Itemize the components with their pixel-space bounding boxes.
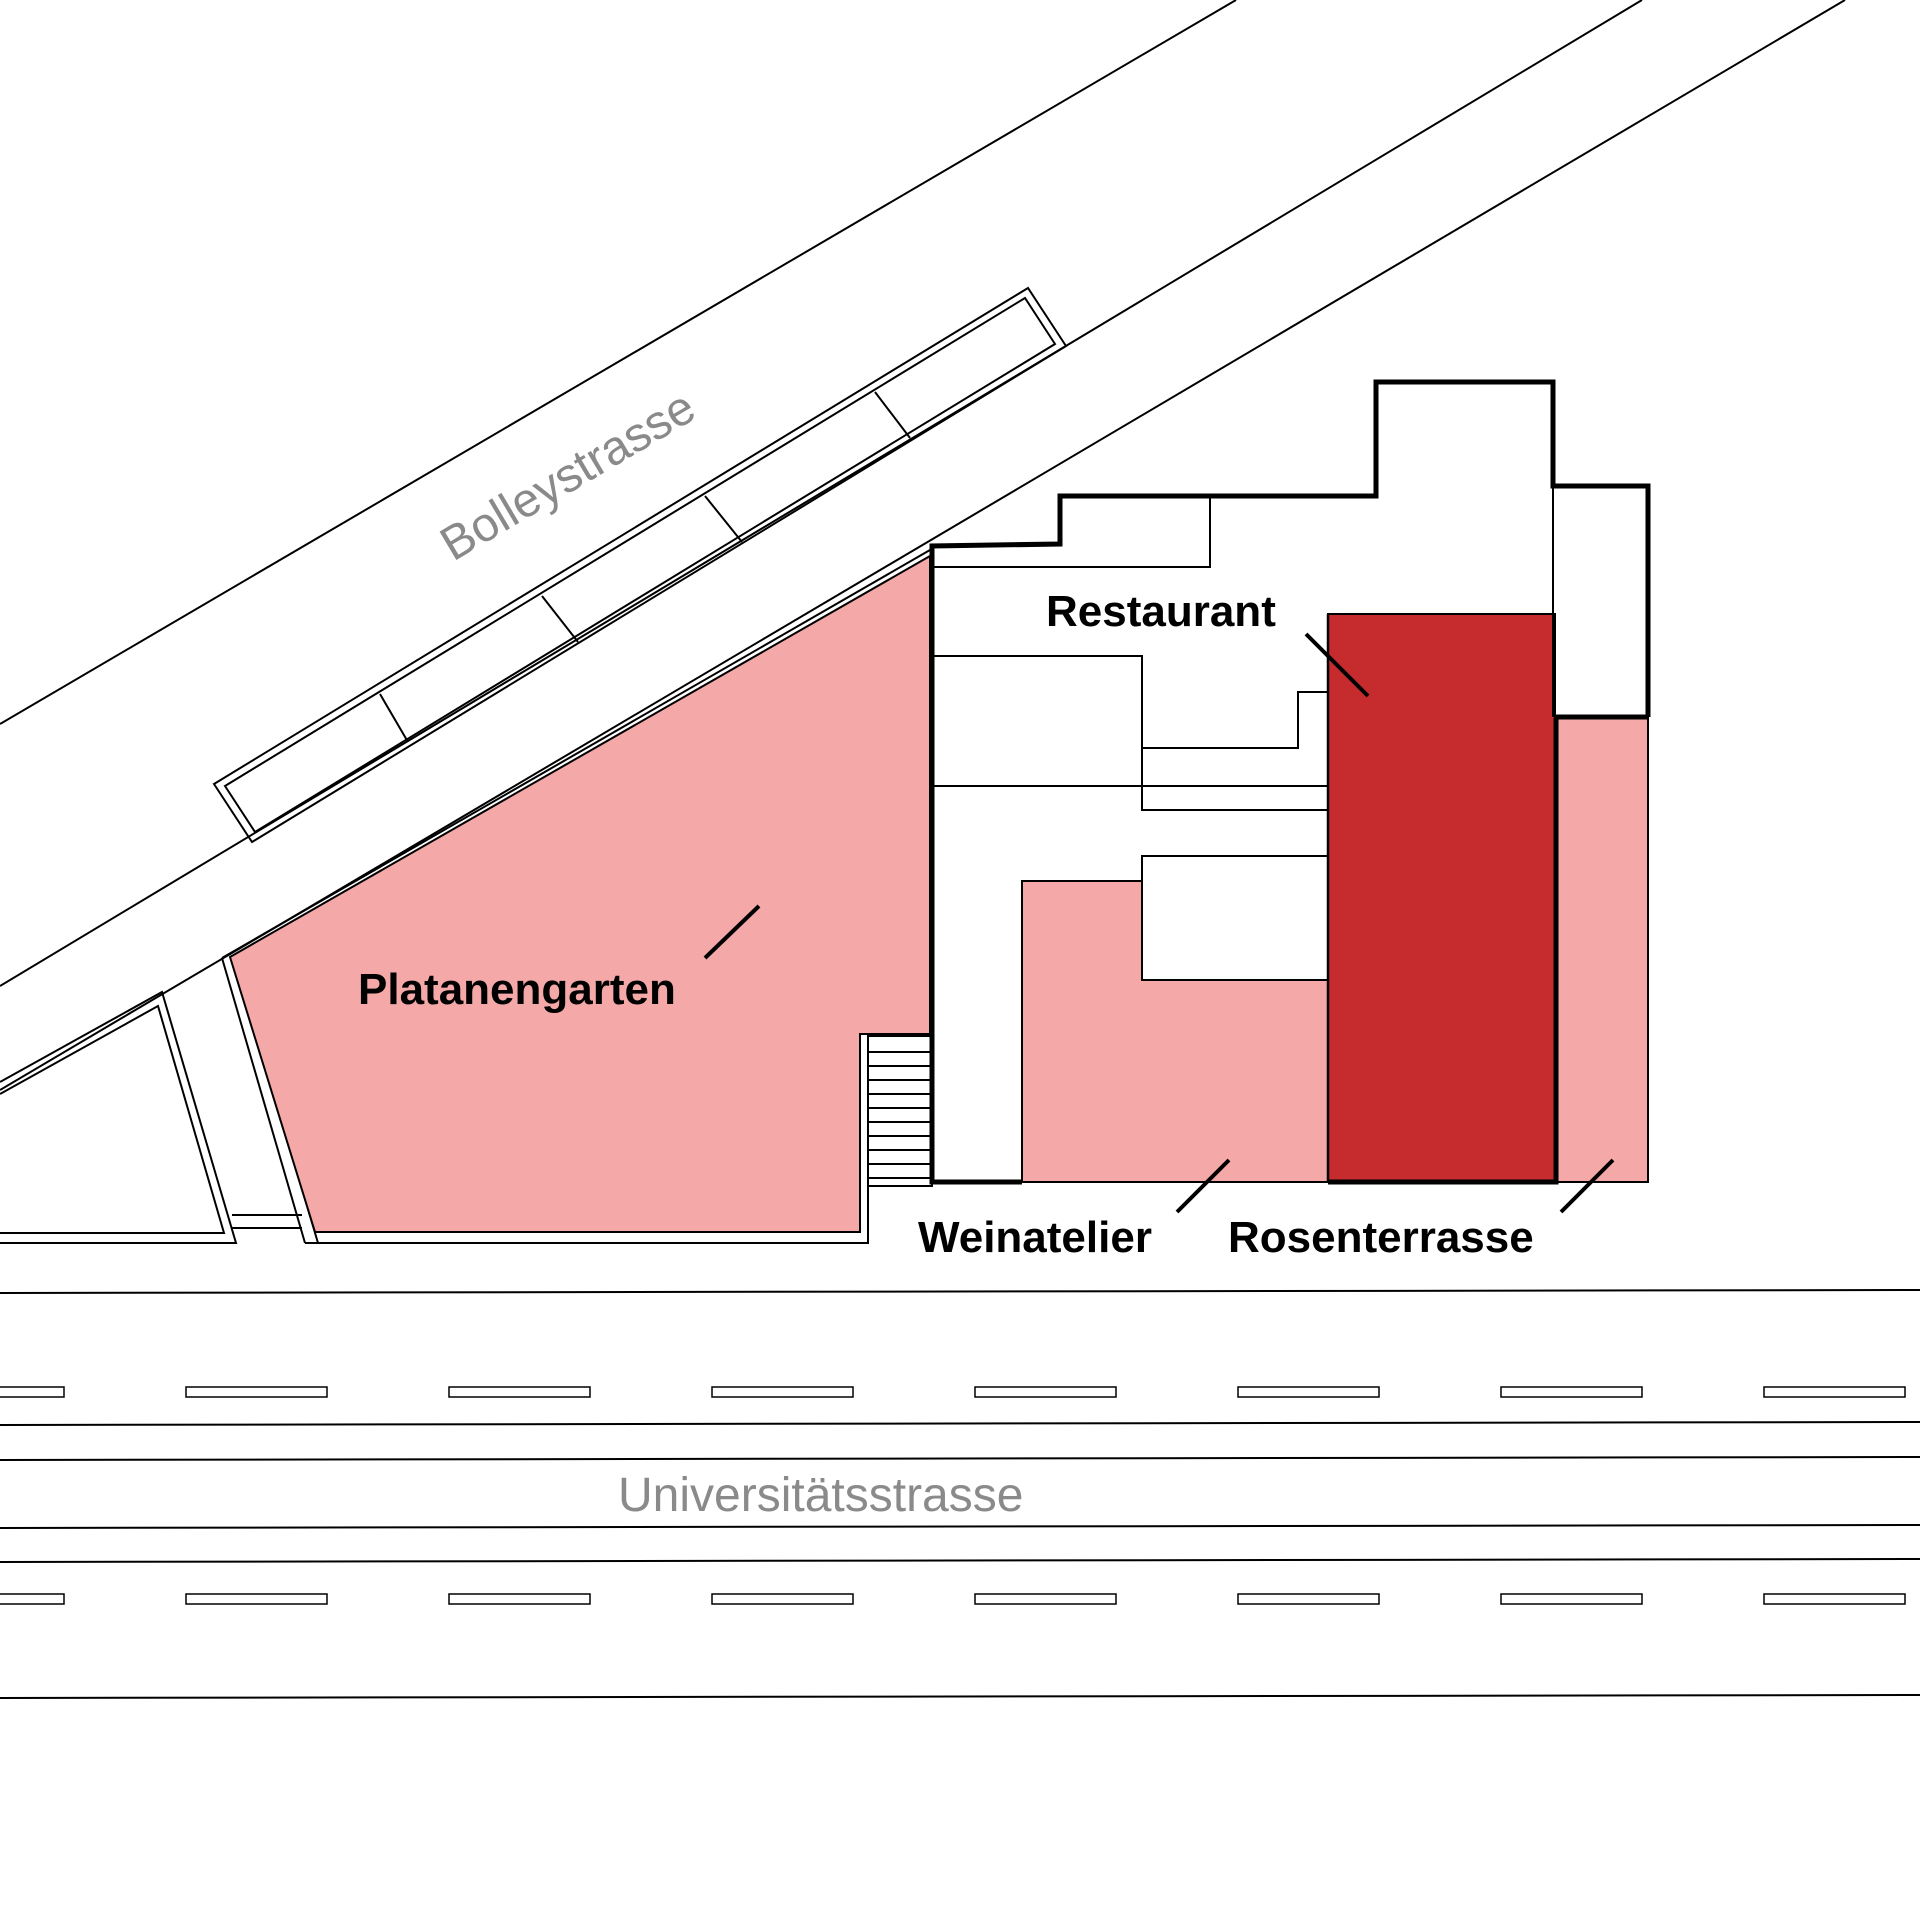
stairs xyxy=(867,1035,933,1187)
bolleystrasse-label: Bolleystrasse xyxy=(432,381,705,572)
lane-dash xyxy=(1237,1386,1380,1398)
univ-edge-2 xyxy=(0,1421,1920,1426)
lane-dash xyxy=(1237,1593,1380,1605)
univ-edge-4 xyxy=(0,1524,1920,1529)
lane-dash xyxy=(185,1386,328,1398)
left-lot-inner xyxy=(0,1004,226,1234)
rosenterrasse-label: Rosenterrasse xyxy=(1228,1213,1534,1262)
leader-lines xyxy=(703,632,1615,1214)
univ-edge-3 xyxy=(0,1456,1920,1461)
lane-markings xyxy=(0,1386,1906,1605)
leader-line-weinatelier xyxy=(1175,1158,1231,1214)
restaurant-area xyxy=(1327,613,1556,1183)
weinatelier-label: Weinatelier xyxy=(918,1213,1152,1262)
univ-edge-6 xyxy=(0,1694,1920,1699)
lane-dash xyxy=(974,1386,1117,1398)
universitaetsstrasse-label: Universitätsstrasse xyxy=(618,1469,1023,1522)
interior-wall xyxy=(1142,691,1328,749)
lane-dash xyxy=(448,1593,591,1605)
lane-dash xyxy=(974,1593,1117,1605)
restaurant-label: Restaurant xyxy=(1046,587,1276,636)
parking-divider-4 xyxy=(874,391,911,439)
leader-line-restaurant xyxy=(1304,632,1370,698)
parking-divider-1 xyxy=(379,693,409,743)
parking-divider-2 xyxy=(541,595,579,643)
lane-dash xyxy=(0,1593,65,1605)
building-outline xyxy=(929,379,1651,1185)
bolley-street-edge-upper xyxy=(0,0,1237,725)
lane-dash xyxy=(1763,1386,1906,1398)
stair-treads xyxy=(868,1051,932,1179)
univ-edge-5 xyxy=(0,1558,1920,1563)
universitaetsstrasse-street xyxy=(0,1289,1920,1699)
lane-dash xyxy=(1500,1386,1643,1398)
lane-dash xyxy=(711,1386,854,1398)
interior-walls xyxy=(932,486,1554,980)
lane-dash xyxy=(711,1593,854,1605)
parking-strip-outer xyxy=(212,286,1068,844)
leader-line-rosenterrasse xyxy=(1559,1158,1615,1214)
lane-dash xyxy=(0,1386,65,1398)
interior-wall xyxy=(932,496,1211,568)
parking-bays xyxy=(212,286,1068,844)
rosenterrasse-area xyxy=(1555,717,1649,1183)
left-lot-outer xyxy=(0,990,238,1244)
interior-wall xyxy=(932,655,1328,811)
sidewalk-edge-1 xyxy=(221,957,306,1244)
univ-edge-1 xyxy=(0,1289,1920,1294)
parking-strip-inner xyxy=(223,296,1057,834)
lane-dash xyxy=(448,1386,591,1398)
interior-wall xyxy=(1141,855,1328,980)
building-outline-south xyxy=(1328,718,1559,1185)
platanengarten-outline-outer xyxy=(221,549,931,959)
leader-line-platanengarten xyxy=(703,904,761,960)
building xyxy=(929,379,1651,1185)
lane-dash xyxy=(1763,1593,1906,1605)
parking-divider-3 xyxy=(704,495,743,543)
lane-dash xyxy=(185,1593,328,1605)
lane-dash xyxy=(1500,1593,1643,1605)
platanengarten-label: Platanengarten xyxy=(358,965,676,1014)
